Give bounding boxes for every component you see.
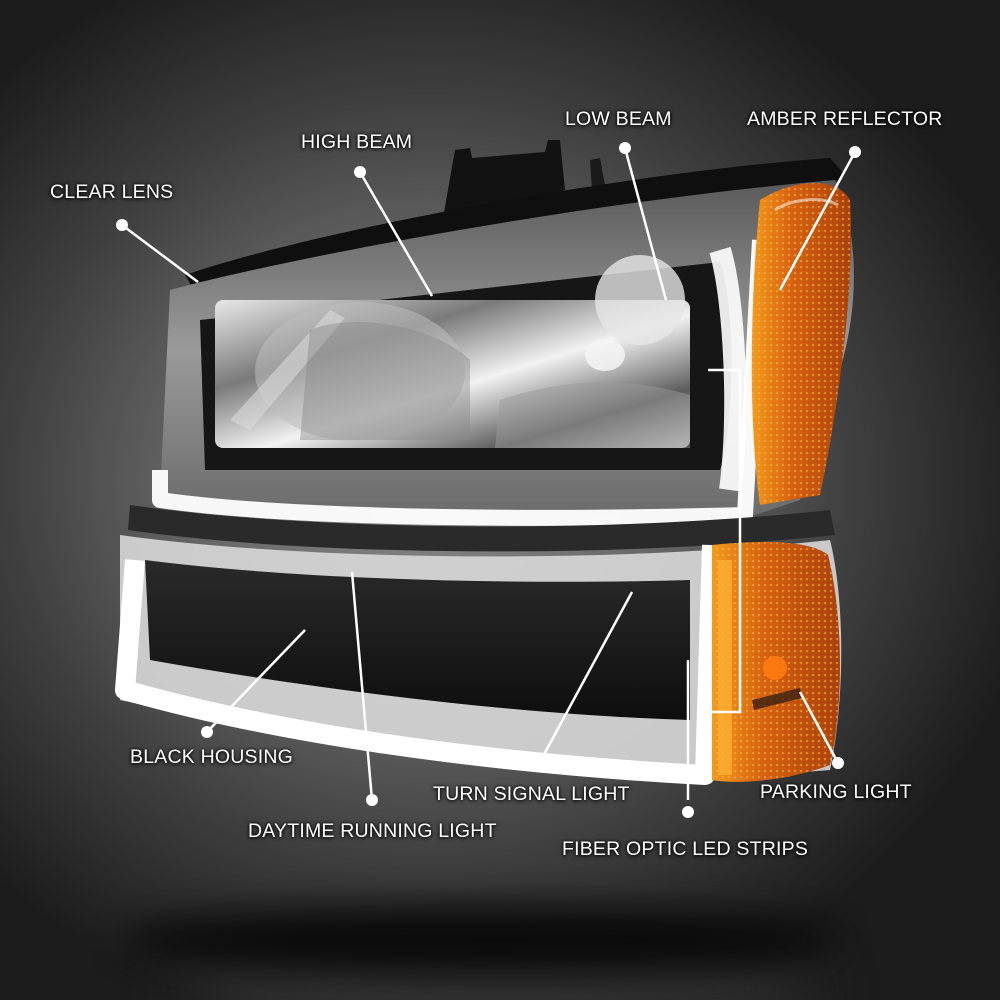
- callout-amber-reflector: AMBER REFLECTOR: [747, 108, 943, 130]
- callout-fiber-optic-led-strips: FIBER OPTIC LED STRIPS: [562, 838, 809, 860]
- callout-turn-signal-light: TURN SIGNAL LIGHT: [433, 783, 630, 805]
- callout-low-beam: LOW BEAM: [565, 108, 672, 130]
- fiber-optic-bracket: [708, 368, 742, 714]
- callout-parking-light: PARKING LIGHT: [760, 781, 912, 803]
- callout-high-beam: HIGH BEAM: [301, 131, 413, 153]
- callout-clear-lens: CLEAR LENS: [50, 181, 174, 203]
- black-housing: [145, 560, 690, 720]
- lower-led-strip: [115, 544, 722, 785]
- separator-seam: [128, 505, 835, 552]
- upper-led-strip: [152, 239, 768, 526]
- top-rim: [185, 158, 845, 300]
- floor-shadow: [120, 905, 840, 975]
- callout-black-housing: BLACK HOUSING: [130, 746, 293, 768]
- low-beam-bulb: [595, 255, 685, 345]
- callout-daytime-running-light: DAYTIME RUNNING LIGHT: [248, 820, 497, 842]
- callout-leaders: [116, 142, 861, 818]
